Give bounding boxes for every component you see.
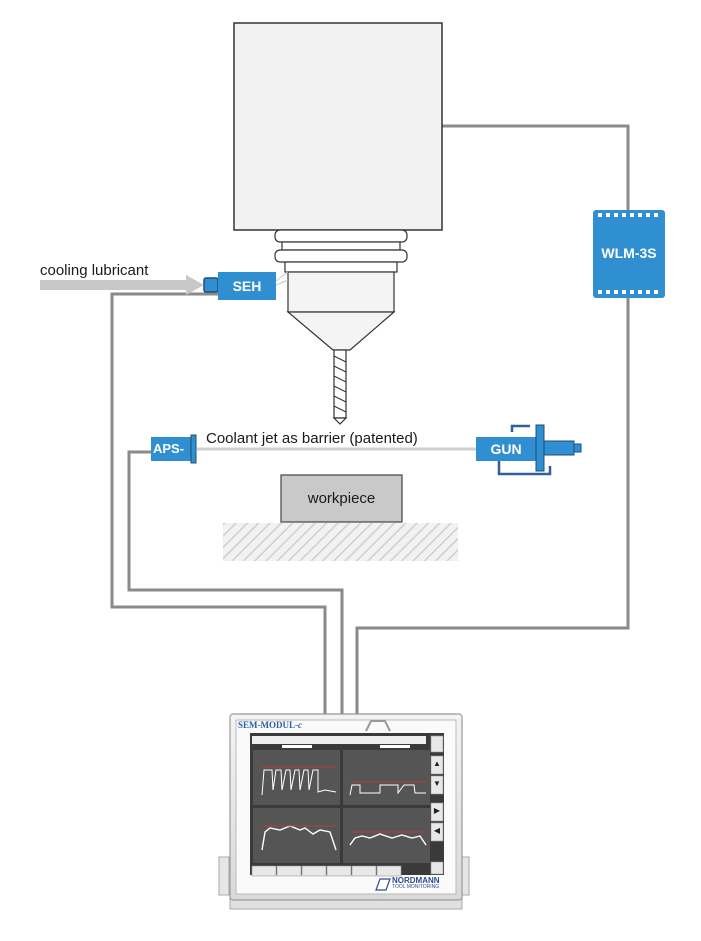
next-button[interactable]: ▶ — [433, 806, 441, 815]
spindle-housing — [233, 22, 443, 231]
cable-spindle-to-wlm — [441, 124, 630, 210]
aps-label: APS- — [153, 441, 185, 456]
seh-wires — [275, 271, 289, 286]
cable-seh-to-device — [110, 292, 327, 718]
device-name: SEM-MODUL-c — [238, 720, 302, 730]
seh-connector — [203, 277, 219, 293]
brand-logo: NORDMANN TOOL MONITORING — [392, 877, 440, 891]
gun-label: GUN — [490, 441, 522, 457]
brand-sub: TOOL MONITORING — [392, 884, 440, 890]
seh-label: SEH — [232, 278, 262, 294]
cable-wlm-to-device — [355, 298, 630, 718]
seh-box — [218, 272, 276, 300]
cooling-lubricant-label: cooling lubricant — [40, 262, 149, 279]
workpiece-box — [280, 474, 403, 523]
brand-name: NORDMANN — [392, 876, 440, 885]
cables — [110, 124, 630, 718]
scroll-up-button[interactable]: ▲ — [433, 759, 441, 768]
aps-flange — [190, 434, 197, 464]
machine-table — [223, 523, 458, 561]
workpiece-label: workpiece — [307, 490, 376, 507]
wlm-label: WLM-3S — [601, 245, 657, 261]
device-name-text: SEM-MODUL- — [238, 720, 298, 730]
wlm-module — [593, 210, 665, 298]
tool-holder — [274, 229, 408, 351]
device-name-suffix: c — [298, 720, 302, 730]
cooling-lubricant-arrow — [40, 275, 204, 295]
drill-bit — [332, 349, 348, 425]
cable-aps-to-device — [127, 450, 344, 718]
aps-box — [151, 437, 191, 461]
prev-button[interactable]: ◀ — [433, 826, 441, 835]
scroll-down-button[interactable]: ▼ — [433, 779, 441, 788]
coolant-jet-label: Coolant jet as barrier (patented) — [206, 430, 418, 447]
gun-nozzle — [476, 424, 582, 476]
monitoring-device — [218, 713, 470, 910]
